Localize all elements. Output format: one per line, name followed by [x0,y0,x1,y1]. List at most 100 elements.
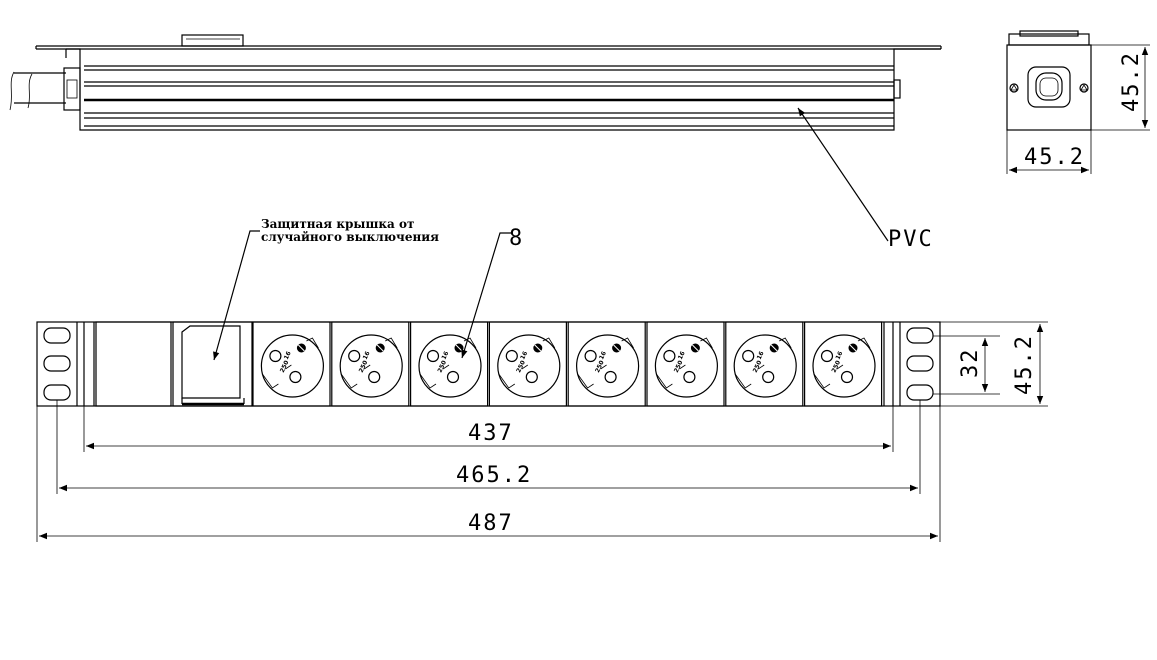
socket-notch [656,373,673,389]
side-view: 45.2 45.2 [1006,30,1150,174]
socket-pin-hole [762,370,775,384]
socket-rating-bottom: 250 [673,360,685,374]
socket-notch [857,337,871,349]
switch-module [172,321,253,407]
cable-end [9,71,15,111]
socket-frame [488,321,567,407]
side-width-dim: 45.2 [1024,145,1085,170]
top-switch-handle [181,34,244,47]
left-mount-slot-mid [43,355,71,372]
side-height-dim: 45.2 [1119,51,1144,112]
socket-face [339,334,403,398]
socket-rating-divider [442,364,450,370]
socket-pin-hole [584,349,597,363]
socket-pin-hole [446,370,460,384]
socket-face [418,334,482,398]
socket-notch [621,337,634,349]
socket-face [812,334,876,398]
socket-rating-bottom: 250 [752,360,764,374]
side-screw-right [1079,83,1089,93]
socket-rating-top: 16 [677,350,687,361]
socket-notch [419,373,437,389]
inner-length-dim: 437 [468,421,514,446]
socket-notch [813,373,831,389]
socket-pin-hole [820,349,834,363]
cover-note-line1: Защитная крышка от [261,217,414,231]
socket-earth-mark [613,344,620,352]
socket-notch [262,373,279,389]
front-frame [36,321,941,407]
socket-pin-hole [348,349,361,363]
left-mount-slot-top [43,327,71,344]
socket-pin-hole [269,349,282,363]
socket-rating-bottom: 250 [436,360,448,374]
socket-earth-mark [376,344,384,352]
side-screw-left [1009,83,1019,93]
socket-face [575,334,640,398]
socket-earth-mark [455,344,463,352]
protective-cover [181,325,241,399]
socket-notch [306,337,319,349]
blank-module [95,321,172,407]
socket-frame [252,321,331,407]
socket-count-leader [461,232,512,359]
pvc-label: PVC [888,227,934,252]
front-view: Защитная крышка от случайного выключения… [36,217,1048,542]
socket-earth-mark [770,344,778,352]
socket-pin-hole [368,370,381,384]
socket-rating-divider [679,364,686,370]
socket-rating-bottom: 250 [279,360,291,374]
socket-pin-hole [525,370,538,384]
socket-rating-top: 16 [362,350,372,361]
hole-spacing-dim: 32 [958,348,983,379]
socket-earth-mark [298,344,305,352]
cover-note-line2: случайного выключения [261,230,439,244]
socket-notch [340,373,358,389]
socket-pin-hole [683,370,696,384]
socket-rating-divider [836,364,844,370]
socket-frame [646,321,725,407]
front-height-dim: 45.2 [1012,334,1037,395]
socket-frame [410,321,489,407]
socket-rating-divider [600,364,607,370]
profile-body [66,48,900,131]
socket-pin-hole [742,349,755,363]
mount-length-dim: 465.2 [456,463,532,488]
socket-face [497,334,561,398]
socket-pin-hole [289,370,302,384]
socket-pin-hole [604,370,617,384]
socket-rating-divider [757,364,765,370]
socket-notch [779,337,792,349]
socket-rating-bottom: 250 [358,360,370,374]
socket-rating-top: 16 [283,350,293,361]
socket-rating-top: 16 [834,350,844,361]
right-mount-slot-top [906,327,934,344]
socket-rating-top: 16 [440,350,450,361]
socket-earth-mark [692,344,699,352]
socket-frame [331,321,410,407]
socket-pin-hole [505,349,518,363]
top-view: PVC [9,34,942,252]
socket-rating-bottom: 250 [830,360,842,374]
socket-rating-divider [363,364,371,370]
socket-rating-top: 16 [519,350,529,361]
right-mount-slot-mid [906,355,934,372]
socket-rating-divider [521,364,529,370]
socket-notch [498,373,516,389]
socket-count-label: 8 [509,226,524,251]
socket-earth-mark [849,344,857,352]
side-socket [1027,66,1071,108]
socket-notch [577,373,594,389]
left-mount-slot-bottom [43,384,71,401]
socket-rating-bottom: 250 [594,360,606,374]
socket-frame [803,321,883,407]
socket-rating-top: 16 [756,350,766,361]
right-mount-slot-bottom [906,384,934,401]
